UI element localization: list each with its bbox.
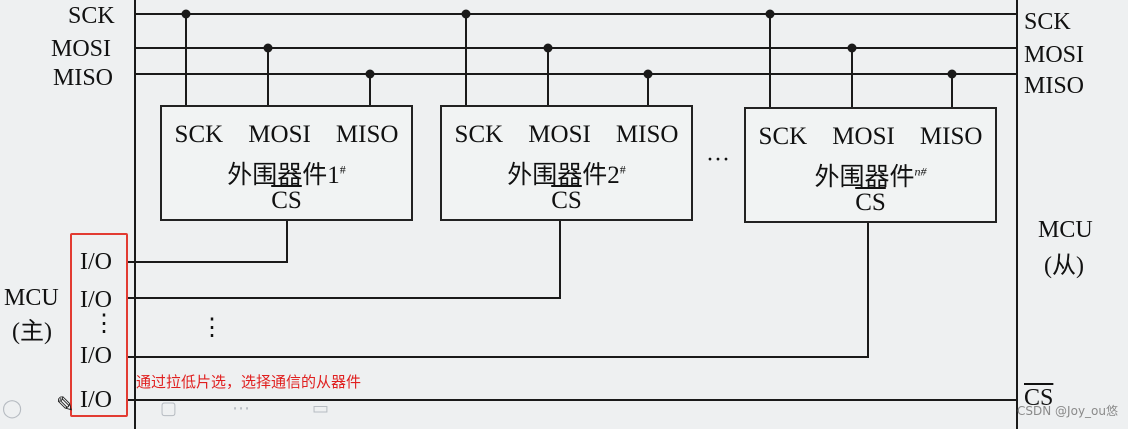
io-pin-cs: I/O — [80, 387, 112, 413]
annotation-text: 通过拉低片选，选择通信的从器件 — [136, 373, 362, 391]
junction-dot — [263, 43, 273, 53]
junction-dot — [847, 43, 857, 53]
bus-label-mosi: MOSI — [51, 36, 112, 62]
slave-pin-mosi: MOSI — [1024, 42, 1085, 68]
device-pin-sck: SCK — [174, 121, 224, 148]
bus-label-miso: MISO — [53, 65, 114, 91]
device-pin-miso: MISO — [919, 123, 983, 150]
device-chip-select: CS — [551, 187, 582, 214]
junction-dot — [543, 43, 553, 53]
junction-dot — [947, 69, 957, 79]
more-icon[interactable]: ⋯ — [232, 398, 250, 419]
junction-dot — [365, 69, 375, 79]
junction-dot — [643, 69, 653, 79]
pen-icon[interactable]: ✎ — [56, 393, 75, 418]
device-chip-select: CS — [271, 187, 302, 214]
device-chip-select: CS — [855, 189, 886, 216]
io-ellipsis: ⋮ — [92, 311, 116, 337]
peripheral-device-1: SCK MOSI MISO 外围器件1# CS — [160, 105, 413, 221]
master-mcu-label: MCU — [4, 285, 59, 311]
slave-chip-select: CS — [1024, 385, 1054, 411]
device-pin-mosi: MOSI — [528, 121, 591, 148]
device-pin-miso: MISO — [335, 121, 399, 148]
junction-dot — [461, 9, 471, 19]
junction-dot — [181, 9, 191, 19]
device-ellipsis: ··· — [706, 147, 730, 173]
io-pin-2: I/O — [80, 287, 112, 313]
slave-mcu-label: MCU — [1038, 217, 1093, 243]
cs1-line — [128, 220, 288, 263]
junction-dot — [765, 9, 775, 19]
cs2-line — [128, 220, 561, 299]
peripheral-device-n: SCK MOSI MISO 外围器件n# CS — [744, 107, 997, 223]
bus-label-sck: SCK — [68, 3, 115, 29]
device-name: 外围器件1# — [227, 162, 346, 189]
line-ellipsis: ⋮ — [200, 315, 224, 341]
shape-icon[interactable]: ▢ — [160, 398, 178, 419]
io-highlight-box — [70, 233, 128, 417]
device-pin-mosi: MOSI — [248, 121, 311, 148]
io-pin-1: I/O — [80, 249, 112, 275]
device-pin-sck: SCK — [454, 121, 504, 148]
device-pin-mosi: MOSI — [832, 123, 895, 150]
device-name: 外围器件n# — [814, 164, 927, 191]
device-name: 外围器件2# — [507, 162, 626, 189]
device-pin-miso: MISO — [615, 121, 679, 148]
slave-pin-sck: SCK — [1024, 9, 1071, 35]
device-pin-sck: SCK — [758, 123, 808, 150]
watermark: CSDN @Joy_ou悠 — [1017, 404, 1118, 418]
peripheral-device-2: SCK MOSI MISO 外围器件2# CS — [440, 105, 693, 221]
csn-line — [128, 222, 869, 358]
slave-pin-miso: MISO — [1024, 73, 1085, 99]
toolbar-circle-icon[interactable]: ◯ — [2, 398, 23, 419]
screen-icon[interactable]: ▭ — [312, 398, 330, 419]
master-mcu-role: (主) — [12, 319, 52, 345]
io-pin-n: I/O — [80, 343, 112, 369]
slave-mcu-role: (从) — [1044, 253, 1084, 279]
